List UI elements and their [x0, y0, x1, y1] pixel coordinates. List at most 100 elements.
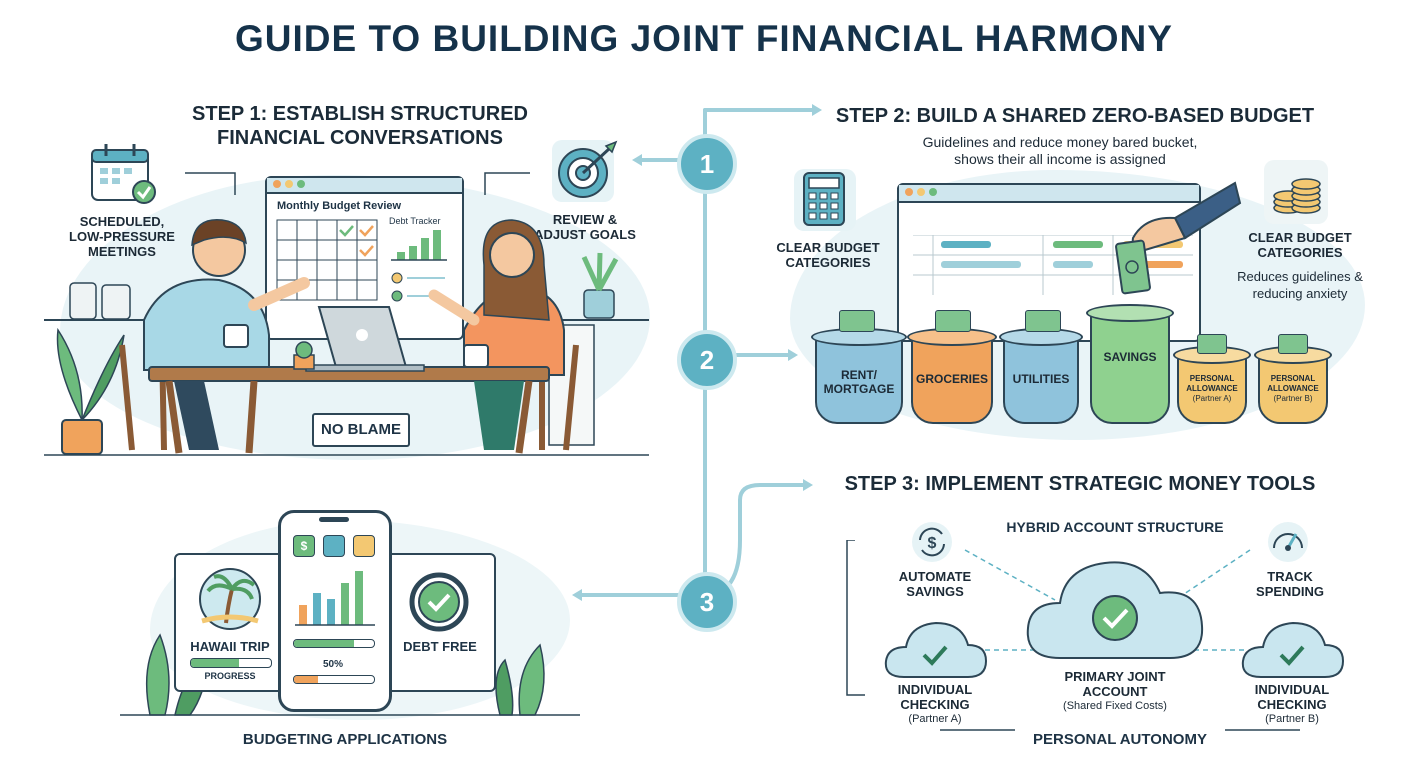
step-node-2: 2	[677, 330, 737, 390]
label-line: INDIVIDUAL	[897, 682, 973, 697]
step2-heading: STEP 2: BUILD A SHARED ZERO-BASED BUDGET	[835, 105, 1315, 127]
bucket-allowance-partner-a: PERSONAL ALLOWANCE (Partner A)	[1173, 334, 1251, 424]
step2-subtitle: Guidelines and reduce money bared bucket…	[880, 134, 1240, 168]
primary-account-cloud	[1026, 561, 1204, 659]
bucket-rent-mortgage: RENT/ MORTGAGE	[811, 310, 907, 424]
no-blame-sign: NO BLAME	[312, 413, 410, 447]
bucket-label: PERSONAL ALLOWANCE (Partner B)	[1260, 374, 1326, 404]
hawaii-progress-bar	[190, 658, 272, 668]
checkmark-badge-icon	[409, 572, 469, 632]
debt-free-label: DEBT FREE	[403, 639, 477, 654]
note-line: Reduces guidelines &	[1237, 269, 1363, 284]
individual-b-label: INDIVIDUAL CHECKING	[1232, 682, 1352, 712]
chart-app-icon[interactable]	[323, 535, 345, 557]
calculator-icon	[794, 169, 856, 231]
label-line: PRIMARY JOINT	[1064, 669, 1166, 684]
bucket-label: SAVINGS	[1103, 350, 1157, 364]
label-line: ACCOUNT	[1082, 684, 1148, 699]
debt-tracker-chart	[391, 230, 447, 302]
bucket-allowance-partner-b: PERSONAL ALLOWANCE (Partner B)	[1254, 334, 1332, 424]
label-line: CLEAR BUDGET	[776, 240, 880, 255]
cash-icon	[1197, 334, 1227, 354]
step1-heading: STEP 1: ESTABLISH STRUCTURED FINANCIAL C…	[150, 102, 570, 150]
cash-icon	[839, 310, 875, 332]
step3-heading: STEP 3: IMPLEMENT STRATEGIC MONEY TOOLS	[844, 473, 1316, 495]
subtitle-line: shows their all income is assigned	[954, 151, 1166, 167]
label-line: CATEGORIES	[785, 255, 871, 270]
phone-progress-fill	[294, 640, 354, 647]
automate-savings-label: AUTOMATE SAVINGS	[880, 569, 990, 599]
bucket-rim	[1086, 304, 1174, 322]
step-node-3: 3	[677, 572, 737, 632]
bucket-label-line: PERSONAL	[1189, 374, 1235, 383]
hawaii-goal-card: HAWAII TRIP PROGRESS	[174, 553, 286, 692]
phone-notch	[319, 517, 349, 522]
bucket-label-line: RENT/	[841, 368, 877, 382]
hybrid-structure-title: HYBRID ACCOUNT STRUCTURE	[1006, 519, 1224, 535]
debt-free-card: DEBT FREE	[384, 553, 496, 692]
phone-bar-chart	[295, 571, 375, 626]
dollar-app-icon[interactable]: $	[293, 535, 315, 557]
palm-tree-icon	[199, 568, 261, 630]
budgeting-apps-caption: BUDGETING APPLICATIONS	[242, 731, 448, 748]
board-title: Monthly Budget Review	[277, 200, 402, 212]
trend-app-icon[interactable]	[353, 535, 375, 557]
label-line: CLEAR BUDGET	[1248, 230, 1352, 245]
label-line: TRACK	[1267, 569, 1313, 584]
budget-review-board: Monthly Budget Review Debt Tracker	[265, 176, 464, 340]
bucket-label-line: PERSONAL	[1270, 374, 1316, 383]
label-line: INDIVIDUAL	[1254, 682, 1330, 697]
bucket-label-line: ALLOWANCE	[1267, 384, 1319, 393]
clear-categories-label-right: CLEAR BUDGET CATEGORIES	[1230, 230, 1370, 260]
budgeting-phone: $ 50%	[278, 510, 392, 712]
label-line: AUTOMATE	[898, 569, 972, 584]
step1-heading-line2: FINANCIAL CONVERSATIONS	[217, 127, 503, 149]
label-line: MEETINGS	[88, 244, 156, 259]
gauge-icon	[1268, 522, 1308, 562]
bucket-label: RENT/ MORTGAGE	[817, 368, 901, 396]
individual-b-cloud	[1241, 621, 1345, 678]
board-subtitle: Debt Tracker	[389, 216, 441, 226]
couple-at-table-illustration	[44, 218, 649, 456]
subtitle-line: Guidelines and reduce money bared bucket…	[922, 134, 1198, 150]
calendar-icon	[91, 144, 156, 204]
step1-heading-line1: STEP 1: ESTABLISH STRUCTURED	[192, 103, 528, 125]
phone-progress-fill	[294, 676, 318, 683]
bucket-label-line: (Partner A)	[1192, 394, 1232, 403]
step1-label-connectors	[185, 172, 530, 195]
label-line: CHECKING	[1257, 697, 1327, 712]
label-line: CATEGORIES	[1257, 245, 1343, 260]
bucket-label: UTILITIES	[1012, 372, 1070, 386]
individual-a-cloud	[884, 621, 988, 678]
bucket-label: PERSONAL ALLOWANCE (Partner A)	[1179, 374, 1245, 404]
step-node-1: 1	[677, 134, 737, 194]
phone-progress-bar-2	[293, 675, 375, 684]
spreadsheet-titlebar	[899, 185, 1199, 203]
individual-b-note: (Partner B)	[1265, 713, 1319, 725]
phone-percent-label: 50%	[322, 659, 343, 670]
label-line: SPENDING	[1256, 584, 1324, 599]
personal-autonomy-label: PERSONAL AUTONOMY	[1033, 731, 1207, 748]
bucket-groceries: GROCERIES	[907, 310, 997, 424]
note-line: reducing anxiety	[1252, 286, 1348, 301]
hand-dropping-cash	[1115, 181, 1242, 295]
track-spending-label: TRACK SPENDING	[1240, 569, 1340, 599]
label-line: LOW-PRESSURE	[69, 229, 175, 244]
bucket-utilities: UTILITIES	[999, 310, 1083, 424]
reduces-anxiety-note: Reduces guidelines & reducing anxiety	[1220, 268, 1380, 302]
label-line: REVIEW &	[552, 212, 618, 227]
review-goals-label: REVIEW & ADJUST GOALS	[530, 212, 640, 242]
svg-text:$: $	[928, 535, 937, 552]
individual-a-label: INDIVIDUAL CHECKING	[875, 682, 995, 712]
cash-icon	[1025, 310, 1061, 332]
dollar-cycle-icon: $	[912, 522, 952, 562]
bucket-label-line: MORTGAGE	[823, 382, 895, 396]
board-checklist-grid	[276, 219, 378, 301]
page-title: GUIDE TO BUILDING JOINT FINANCIAL HARMON…	[235, 18, 1173, 59]
bucket-savings: SAVINGS	[1086, 304, 1174, 424]
clear-categories-label-left: CLEAR BUDGET CATEGORIES	[768, 240, 888, 270]
primary-account-note: (Shared Fixed Costs)	[1063, 700, 1167, 712]
cash-icon	[935, 310, 971, 332]
coins-icon	[1264, 160, 1328, 224]
cash-icon	[1278, 334, 1308, 354]
